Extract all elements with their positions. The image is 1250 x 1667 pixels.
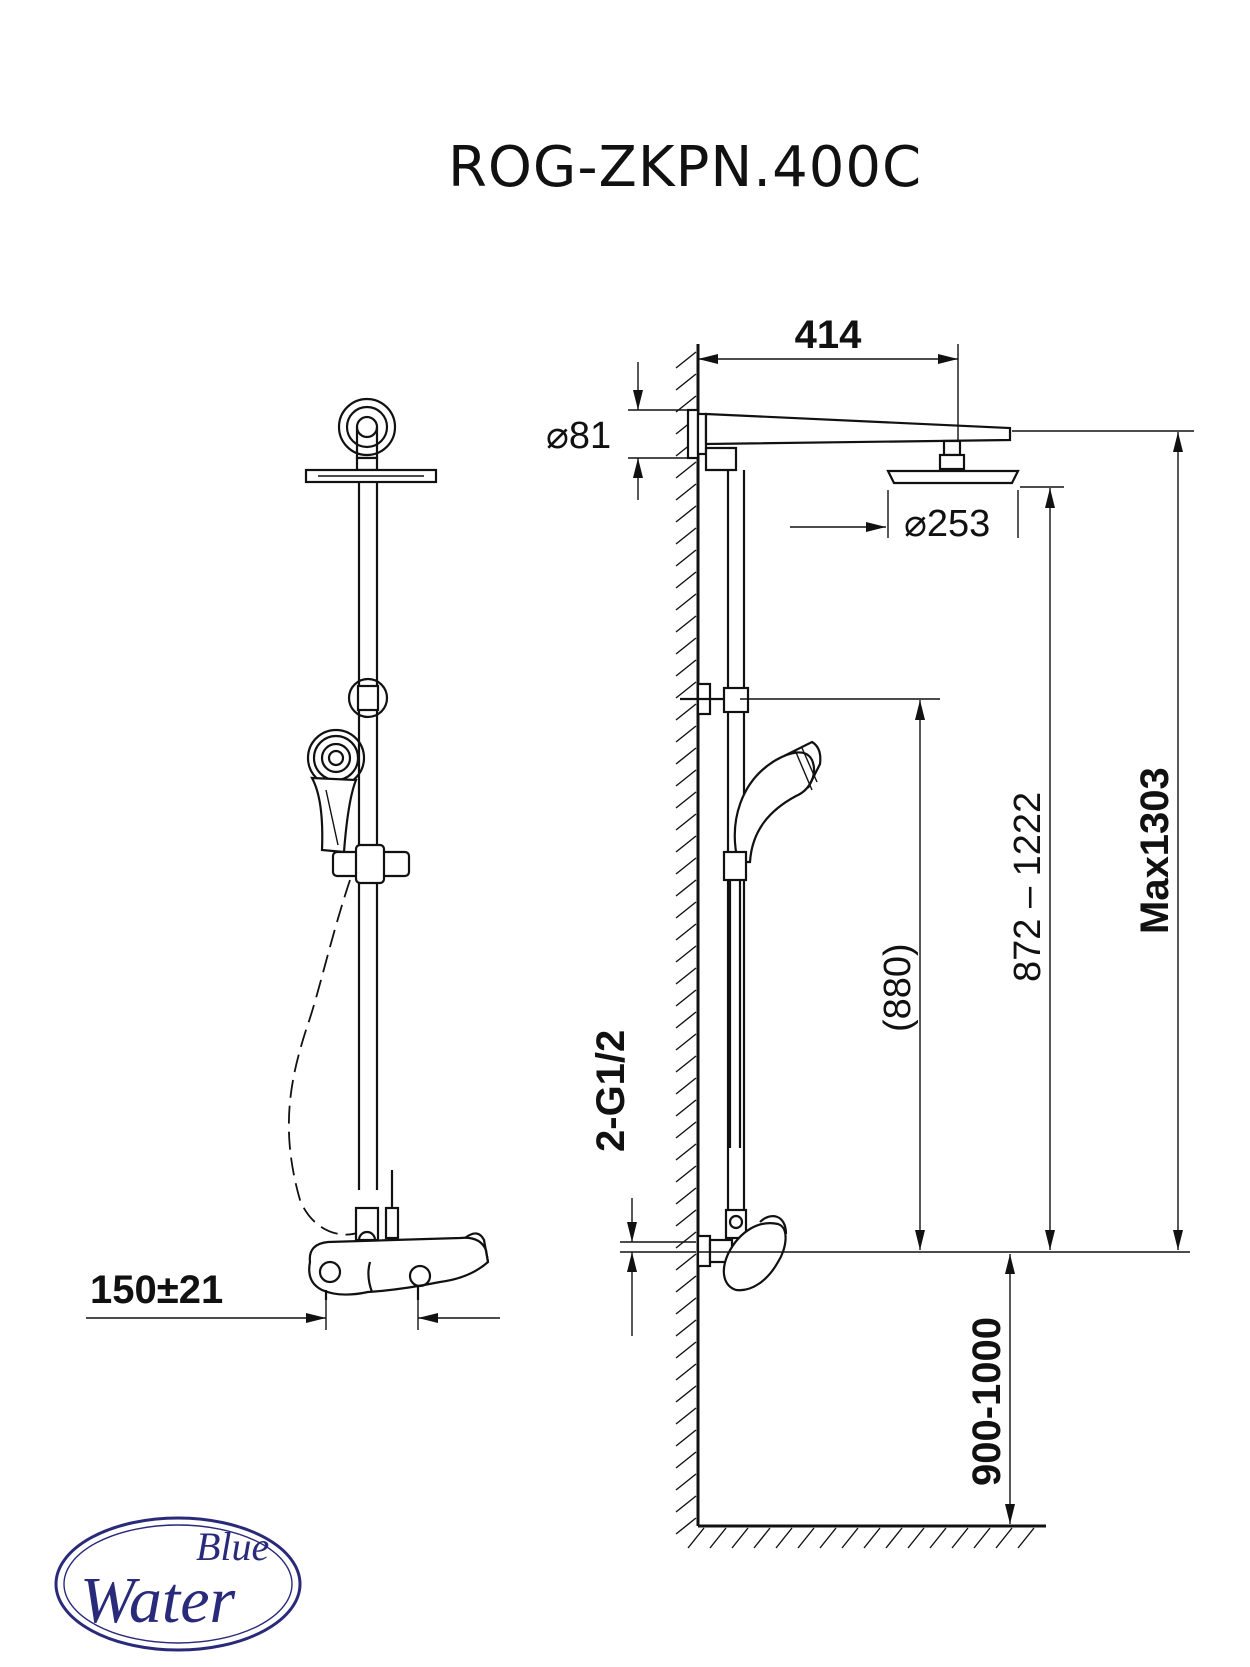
wall-hatch-line — [675, 1495, 697, 1513]
logo-text-blue: Blue — [196, 1524, 269, 1569]
wall-hatch-line — [675, 1341, 697, 1359]
floor-hatch-line — [731, 1527, 749, 1549]
wall-hatch-line — [675, 1099, 697, 1117]
wall-hatch-line — [675, 1187, 697, 1205]
wall-hatch-line — [675, 681, 697, 699]
floor-hatch-line — [907, 1527, 925, 1549]
wall-hatch-line — [675, 813, 697, 831]
wall-hatch-line — [675, 571, 697, 589]
floor-hatch-line — [797, 1527, 815, 1549]
wall-hatch-line — [675, 703, 697, 721]
dimension-flange-diameter: ⌀81 — [546, 362, 696, 500]
wall-hatch-line — [675, 1231, 697, 1249]
wall-hatch-line — [675, 1473, 697, 1491]
front-view — [288, 397, 490, 1300]
wall-hatch-line — [675, 1143, 697, 1161]
floor-hatch-line — [1017, 1527, 1035, 1549]
wall-hatch-line — [675, 791, 697, 809]
floor-hatch-line — [863, 1527, 881, 1549]
wall-hatch-line — [675, 989, 697, 1007]
wall-hatch-line — [675, 373, 697, 391]
wall-hatch-line — [675, 967, 697, 985]
wall-hatch-line — [675, 1055, 697, 1073]
wall-hatch-line — [675, 923, 697, 941]
wall-hatch-line — [675, 1165, 697, 1183]
wall-hatch-line — [675, 1209, 697, 1227]
dimension-arm-length: 414 — [698, 313, 959, 440]
wall-hatch-line — [675, 1363, 697, 1381]
wall-hatch-line — [675, 725, 697, 743]
wall-hatch-line — [675, 1297, 697, 1315]
floor-hatch-line — [841, 1527, 859, 1549]
dimension-inlet-spacing: 150±21 — [86, 1268, 500, 1330]
wall-hatch-line — [675, 505, 697, 523]
floor-hatch-line — [951, 1527, 969, 1549]
wall-hatch-line — [675, 1429, 697, 1447]
wall-hatch-line — [675, 1253, 697, 1271]
wall-hatch-line — [675, 615, 697, 633]
wall-hatch-line — [675, 879, 697, 897]
dimension-mount-height: 900-1000 — [965, 1254, 1015, 1524]
head-diameter-label: ⌀253 — [904, 503, 990, 545]
wall-hatch-line — [675, 747, 697, 765]
wall-hatch-line — [675, 593, 697, 611]
floor-hatch-line — [709, 1527, 727, 1549]
model-title: ROG-ZKPN.400C — [448, 135, 922, 200]
wall-hatch-line — [675, 637, 697, 655]
dimension-head-diameter: ⌀253 — [790, 490, 1019, 545]
wall-hatch-line — [675, 1275, 697, 1293]
floor-hatch-line — [973, 1527, 991, 1549]
wall-hatch-line — [675, 461, 697, 479]
wall-hatch-line — [675, 835, 697, 853]
wall-hatch-line — [675, 1319, 697, 1337]
wall-hatch-line — [675, 1407, 697, 1425]
wall-hatch-line — [675, 1121, 697, 1139]
logo-text-water: Water — [80, 1564, 236, 1637]
wall-hatch-line — [675, 901, 697, 919]
floor-hatch-line — [885, 1527, 903, 1549]
floor-hatch-line — [753, 1527, 771, 1549]
floor-hatch-line — [995, 1527, 1013, 1549]
mount-height-label: 900-1000 — [965, 1317, 1009, 1486]
wall-hatch-line — [675, 945, 697, 963]
floor-hatch-line — [819, 1527, 837, 1549]
floor-hatch-line — [687, 1527, 705, 1549]
wall-hatch-line — [675, 659, 697, 677]
wall-hatch-line — [675, 1033, 697, 1051]
wall-hatch-line — [675, 351, 697, 369]
flange-diameter-label: ⌀81 — [546, 415, 611, 457]
wall-hatch-line — [675, 769, 697, 787]
wall-hatch-line — [675, 1517, 697, 1535]
wall-hatch-line — [675, 549, 697, 567]
arm-length-label: 414 — [795, 313, 862, 357]
wall-hatch-line — [675, 1011, 697, 1029]
wall-hatch-line — [675, 483, 697, 501]
max-height-label: Max1303 — [1133, 767, 1177, 934]
dimension-head-height-range: 872 – 1222 — [1007, 486, 1064, 1250]
floor-hatch-line — [775, 1527, 793, 1549]
dimension-max-height: Max1303 — [1012, 430, 1194, 1250]
wall-hatch-line — [675, 527, 697, 545]
inlet-thread-label: 2-G1/2 — [589, 1030, 633, 1152]
blue-water-logo: Blue Water — [54, 1516, 302, 1652]
floor-hatch-line — [929, 1527, 947, 1549]
wall-hatch-line — [675, 857, 697, 875]
side-view — [675, 344, 1046, 1549]
hand-shower-height-label: (880) — [877, 943, 919, 1032]
dimension-hand-shower-height: (880) — [740, 698, 940, 1250]
wall-hatch-line — [675, 1451, 697, 1469]
head-height-range-label: 872 – 1222 — [1007, 792, 1049, 982]
inlet-spacing-label: 150±21 — [90, 1268, 223, 1312]
wall-hatch-line — [675, 1385, 697, 1403]
dimension-inlet-thread: 2-G1/2 — [589, 1030, 696, 1336]
wall-hatch-line — [675, 1077, 697, 1095]
